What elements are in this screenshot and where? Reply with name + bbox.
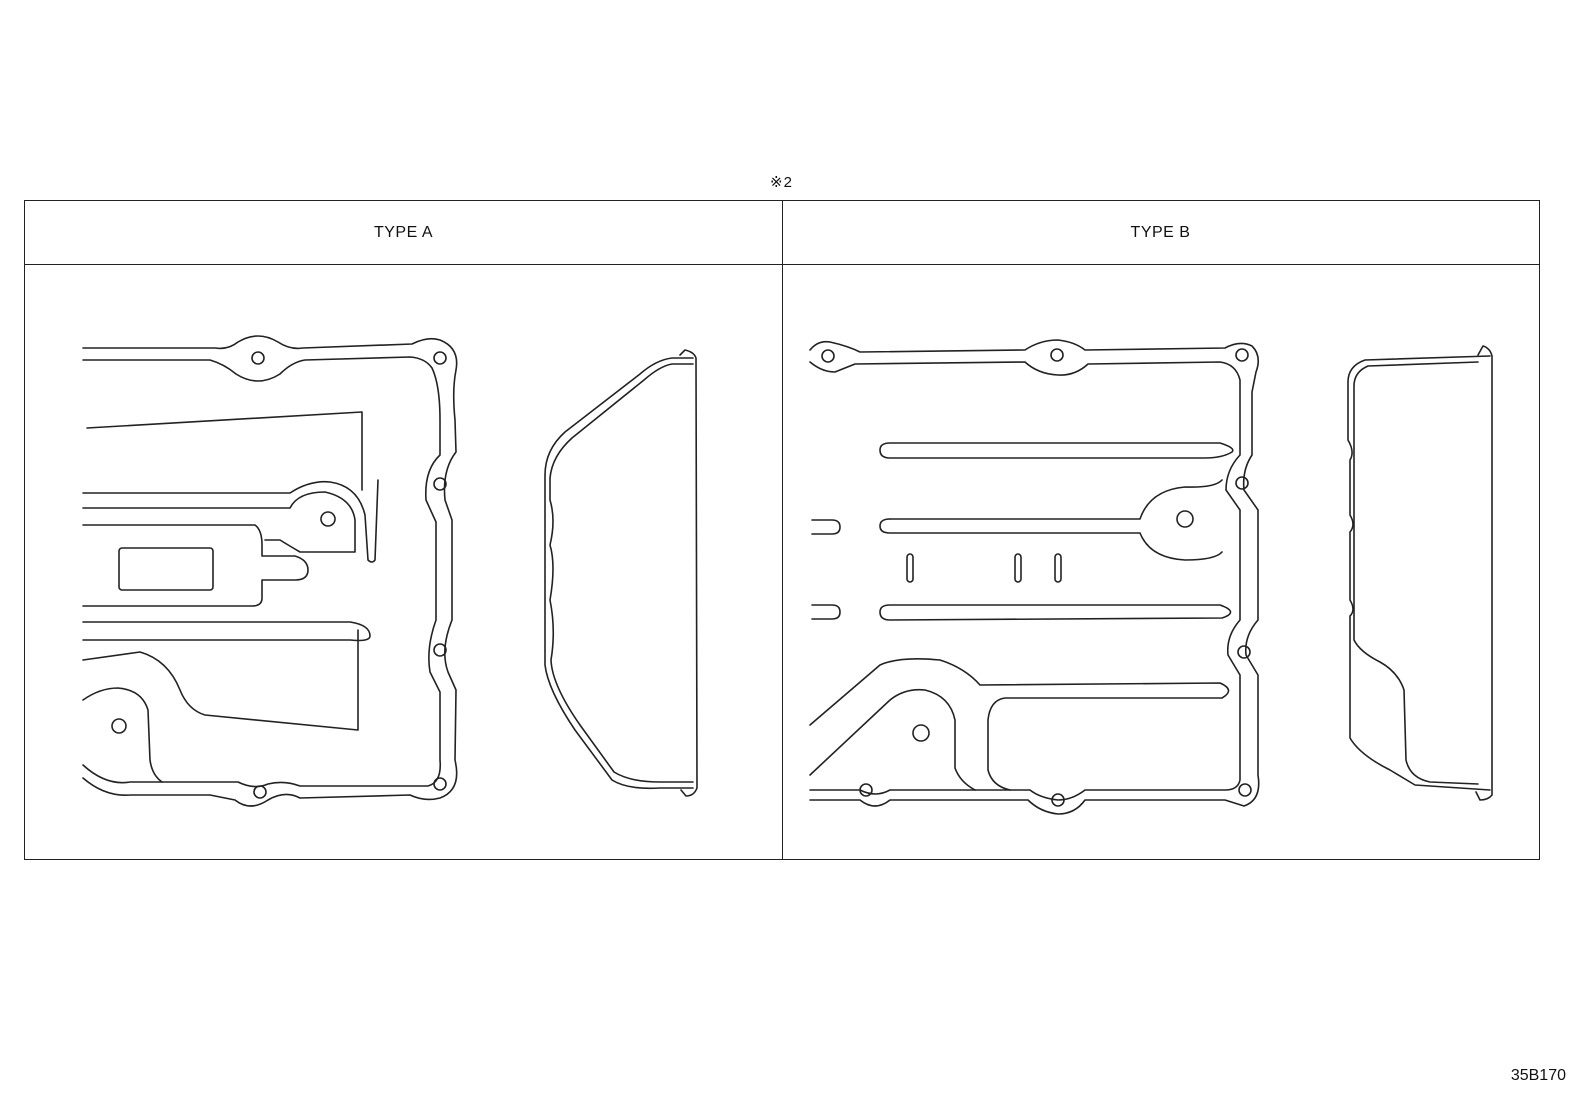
type-b-slot: [906, 553, 914, 583]
type-b-side-inner: [1353, 361, 1479, 785]
type-b-bolt-hole: [912, 724, 930, 742]
type-a-flange-inner: [82, 356, 442, 788]
type-b-rib: [879, 518, 1223, 561]
type-a-channel: [82, 491, 356, 553]
type-a-bolt-hole: [251, 351, 265, 365]
type-b-rib: [811, 519, 841, 535]
type-b-side-outer: [1475, 345, 1493, 801]
type-b-bolt-hole: [1176, 510, 1194, 528]
type-a-sump-wall: [82, 687, 163, 783]
comparison-table: TYPE A TYPE B: [24, 200, 1540, 860]
type-a-bolt-hole: [433, 351, 447, 365]
type-a-bolt-hole: [433, 777, 447, 791]
figure-code: 35B170: [1510, 1067, 1566, 1084]
type-a-pan-plan-view: [82, 335, 458, 807]
type-a-bolt-hole: [320, 511, 336, 527]
column-divider: [782, 201, 783, 859]
type-a-side-inner: [549, 363, 694, 783]
type-a-bolt-hole: [111, 718, 127, 734]
type-b-bolt-hole: [1235, 348, 1249, 362]
type-a-rib: [86, 411, 363, 491]
type-a-drain-pad: [118, 547, 214, 591]
type-b-rib: [879, 604, 1232, 621]
column-header-type-b: TYPE B: [1130, 224, 1191, 241]
type-b-rib: [879, 442, 1234, 459]
type-a-pan-side-view: [544, 349, 698, 797]
type-b-sump: [809, 658, 1230, 791]
type-b-bolt-hole: [1237, 645, 1251, 659]
type-b-slot: [1054, 553, 1062, 583]
type-b-bolt-hole: [1051, 793, 1065, 807]
type-b-slot: [1014, 553, 1022, 583]
type-b-sump: [809, 688, 976, 791]
type-b-rib: [811, 604, 841, 620]
type-b-bolt-hole: [821, 349, 835, 363]
type-a-flange-outer: [82, 335, 458, 807]
type-b-bolt-hole: [1235, 476, 1249, 490]
footnote-marker: ※2: [770, 174, 793, 191]
type-a-side-flange: [544, 357, 694, 790]
type-a-channel: [82, 621, 371, 642]
type-a-bolt-hole: [253, 785, 267, 799]
type-a-channel: [82, 479, 379, 563]
type-a-side-outer: [679, 349, 698, 797]
type-b-pan-side-view: [1347, 345, 1493, 801]
type-b-side-flange: [1347, 355, 1491, 791]
type-a-bolt-hole: [433, 643, 447, 657]
type-b-flange-outer: [809, 339, 1260, 815]
type-b-bolt-hole: [1238, 783, 1252, 797]
type-b-rib: [889, 479, 1223, 520]
type-a-bolt-hole: [433, 477, 447, 491]
type-b-bolt-hole: [859, 783, 873, 797]
type-b-bolt-hole: [1050, 348, 1064, 362]
type-b-pan-plan-view: [809, 339, 1260, 815]
column-header-type-a: TYPE A: [373, 224, 434, 241]
type-a-channel: [82, 524, 309, 607]
type-a-rib: [82, 629, 359, 731]
type-b-flange-inner: [809, 361, 1241, 801]
